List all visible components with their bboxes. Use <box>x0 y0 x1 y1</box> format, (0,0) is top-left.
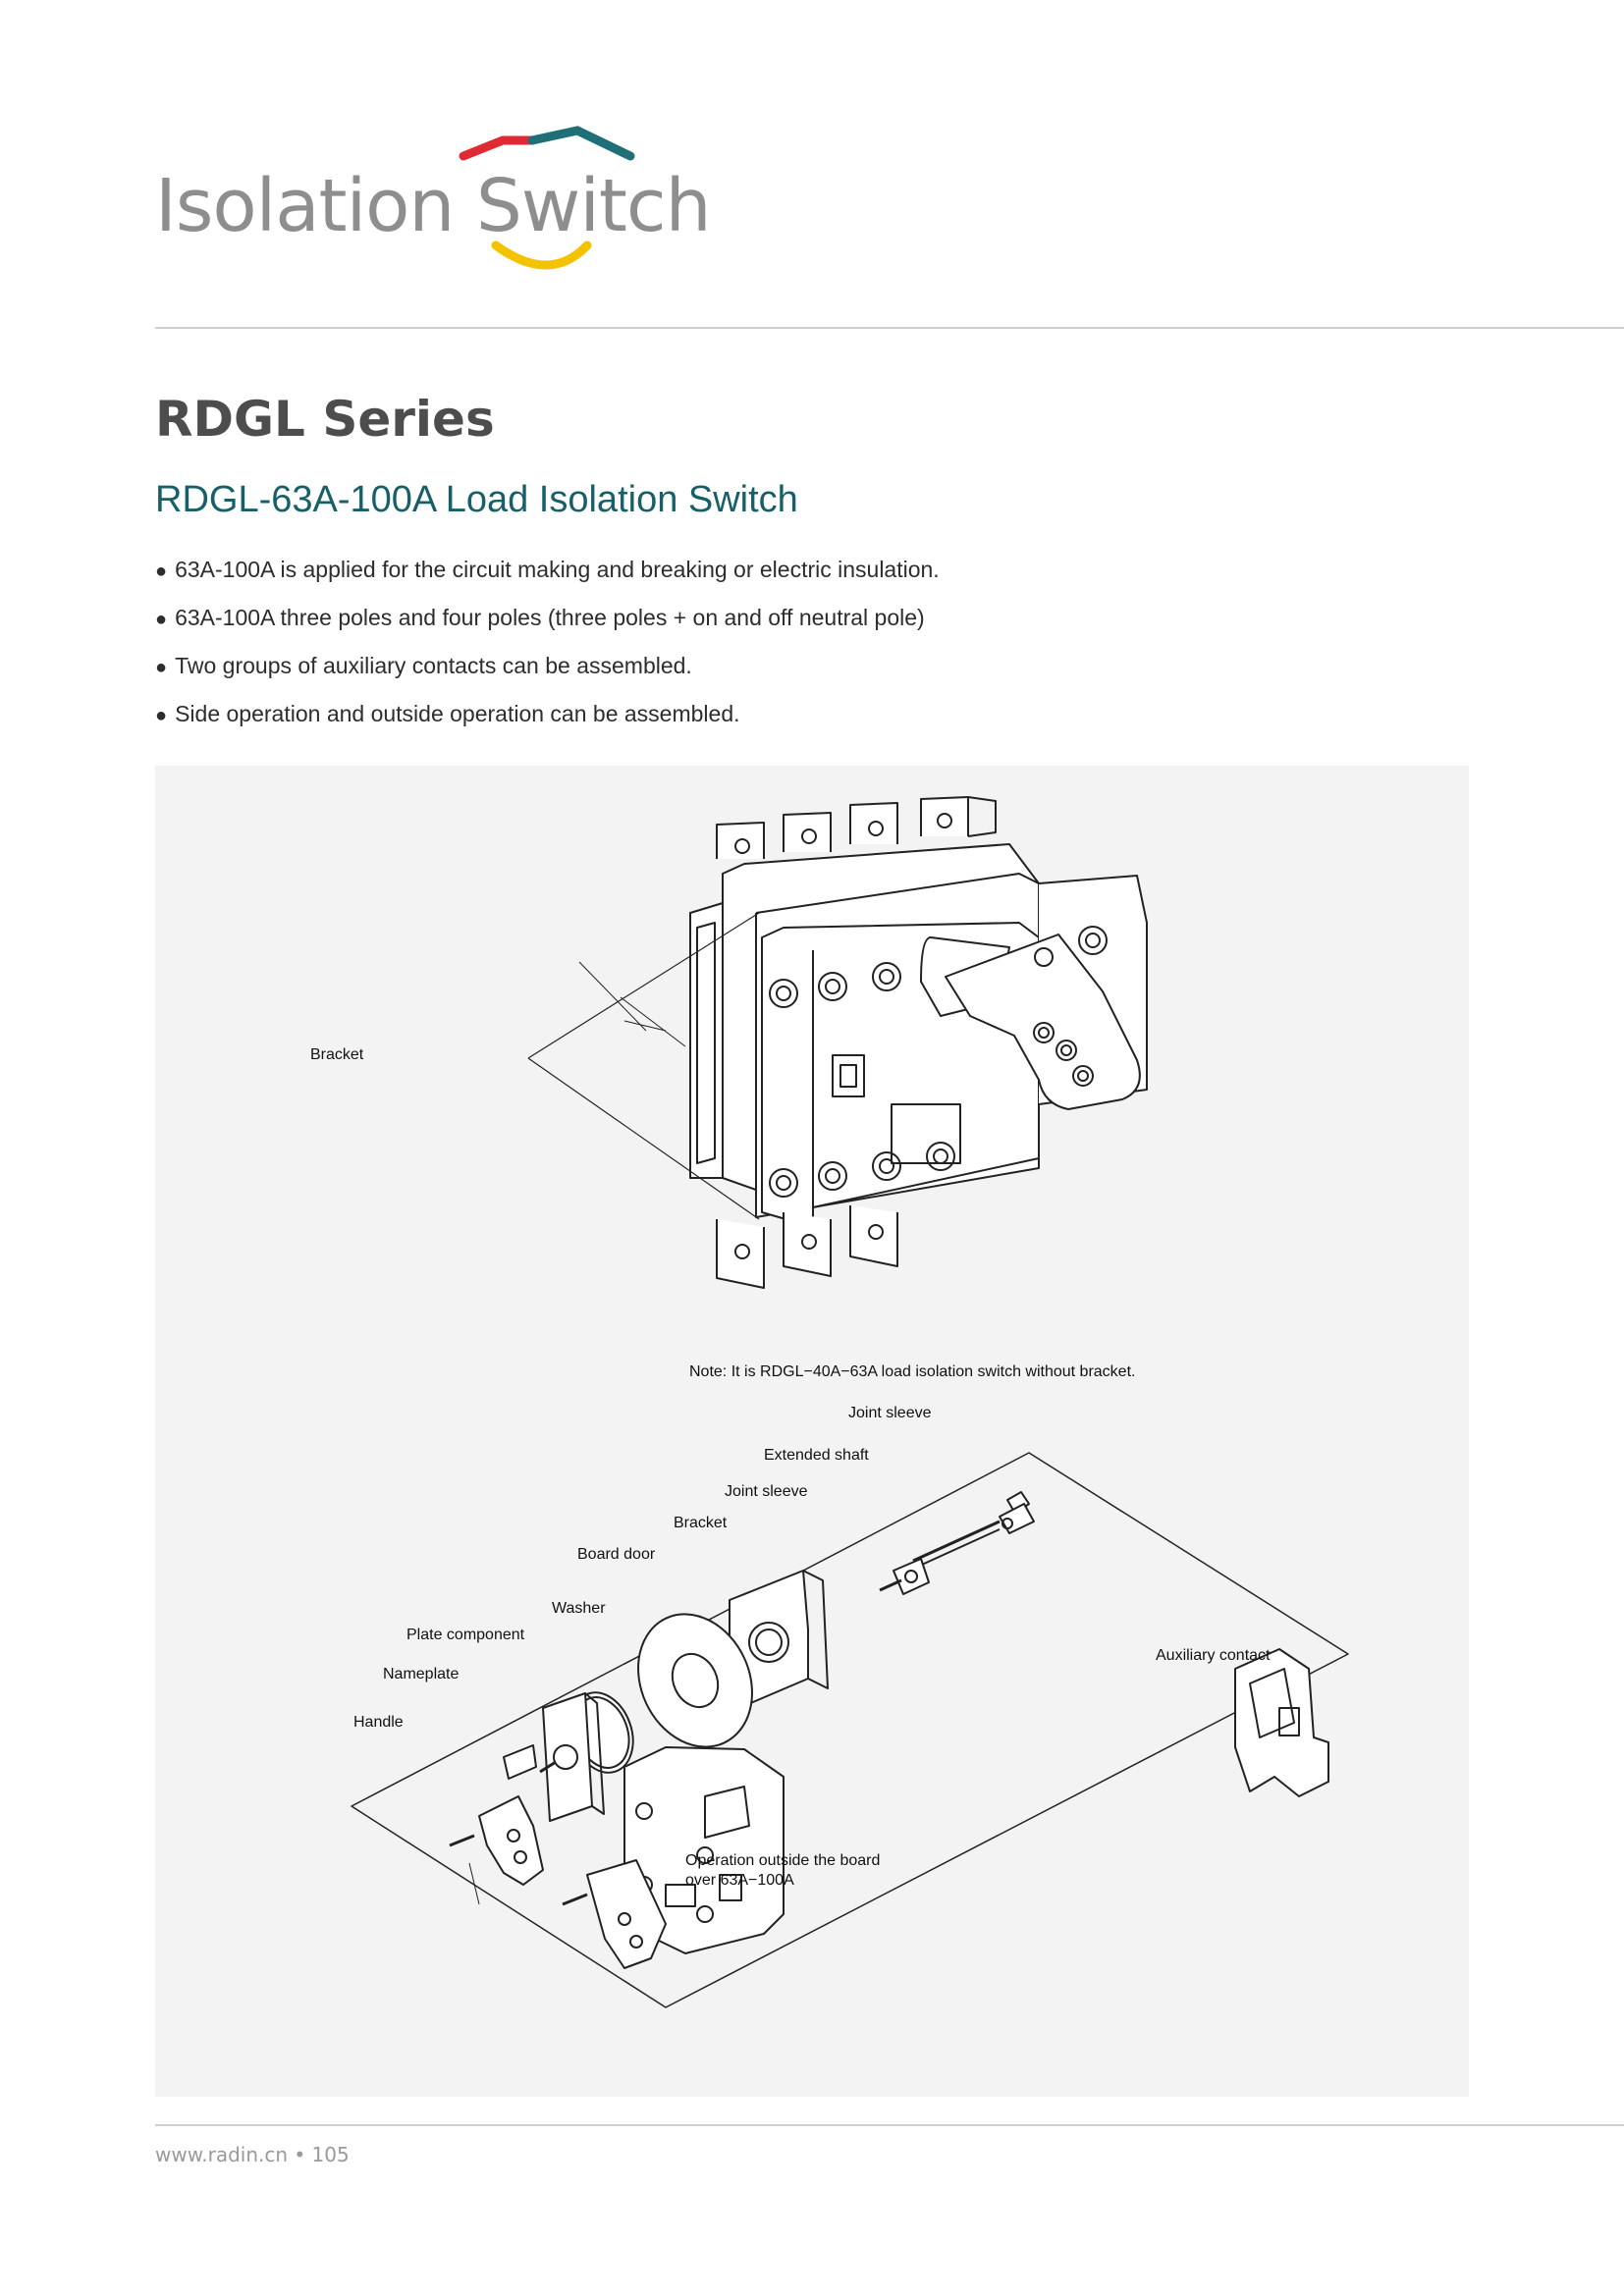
bracket-label-top: Bracket <box>310 1046 364 1063</box>
label-nameplate: Nameplate <box>383 1666 460 1682</box>
bullet-icon: ● <box>155 657 168 678</box>
technical-drawing-panel: Bracket Note: It is RDGL−40A−63A load is… <box>155 766 1469 2097</box>
label-handle: Handle <box>353 1714 404 1731</box>
small-switch-part <box>562 1746 785 1969</box>
label-extended-shaft: Extended shaft <box>764 1447 869 1464</box>
label-operation-outside-line1: Operation outside the board <box>685 1852 881 1869</box>
feature-item: ● 63A-100A is applied for the circuit mak… <box>155 552 940 600</box>
feature-item: ● Two groups of auxiliary contacts can be… <box>155 648 940 696</box>
brand-logo: Isolation Switch <box>147 123 711 290</box>
feature-text: 63A-100A is applied for the circuit maki… <box>175 557 940 582</box>
switch-assembly-drawing <box>351 796 1349 2008</box>
feature-text: Side operation and outside operation can… <box>175 701 740 726</box>
logo-text: Isolation Switch <box>155 164 711 248</box>
auxiliary-contact-part <box>1234 1648 1329 1797</box>
footer-text: www.radin.cn • 105 <box>155 2143 350 2166</box>
bullet-icon: ● <box>155 705 168 726</box>
label-plate-component: Plate component <box>406 1627 525 1643</box>
label-bracket: Bracket <box>674 1515 728 1531</box>
label-joint-sleeve-top: Joint sleeve <box>848 1405 932 1421</box>
figure-note: Note: It is RDGL−40A−63A load isolation … <box>689 1363 1136 1380</box>
series-title: RDGL Series <box>155 391 495 448</box>
footer-divider <box>155 2124 1624 2126</box>
bullet-icon: ● <box>155 609 168 630</box>
shield-arc-icon <box>459 126 635 270</box>
product-title: RDGL-63A-100A Load Isolation Switch <box>155 479 798 520</box>
feature-item: ● 63A-100A three poles and four poles (th… <box>155 600 940 648</box>
feature-text: 63A-100A three poles and four poles (thr… <box>175 605 925 630</box>
feature-list: ● 63A-100A is applied for the circuit mak… <box>155 552 940 744</box>
label-washer: Washer <box>552 1600 606 1617</box>
joint-sleeve-part <box>999 1491 1035 1534</box>
label-operation-outside-line2: over 63A−100A <box>685 1872 794 1889</box>
bullet-icon: ● <box>155 561 168 582</box>
label-auxiliary-contact: Auxiliary contact <box>1156 1647 1271 1664</box>
feature-text: Two groups of auxiliary contacts can be … <box>175 653 692 678</box>
switch-body-drawing <box>689 796 1148 1289</box>
label-joint-sleeve: Joint sleeve <box>725 1483 808 1500</box>
label-board-door: Board door <box>577 1546 656 1563</box>
header-divider <box>155 327 1624 329</box>
feature-item: ● Side operation and outside operation ca… <box>155 696 940 744</box>
